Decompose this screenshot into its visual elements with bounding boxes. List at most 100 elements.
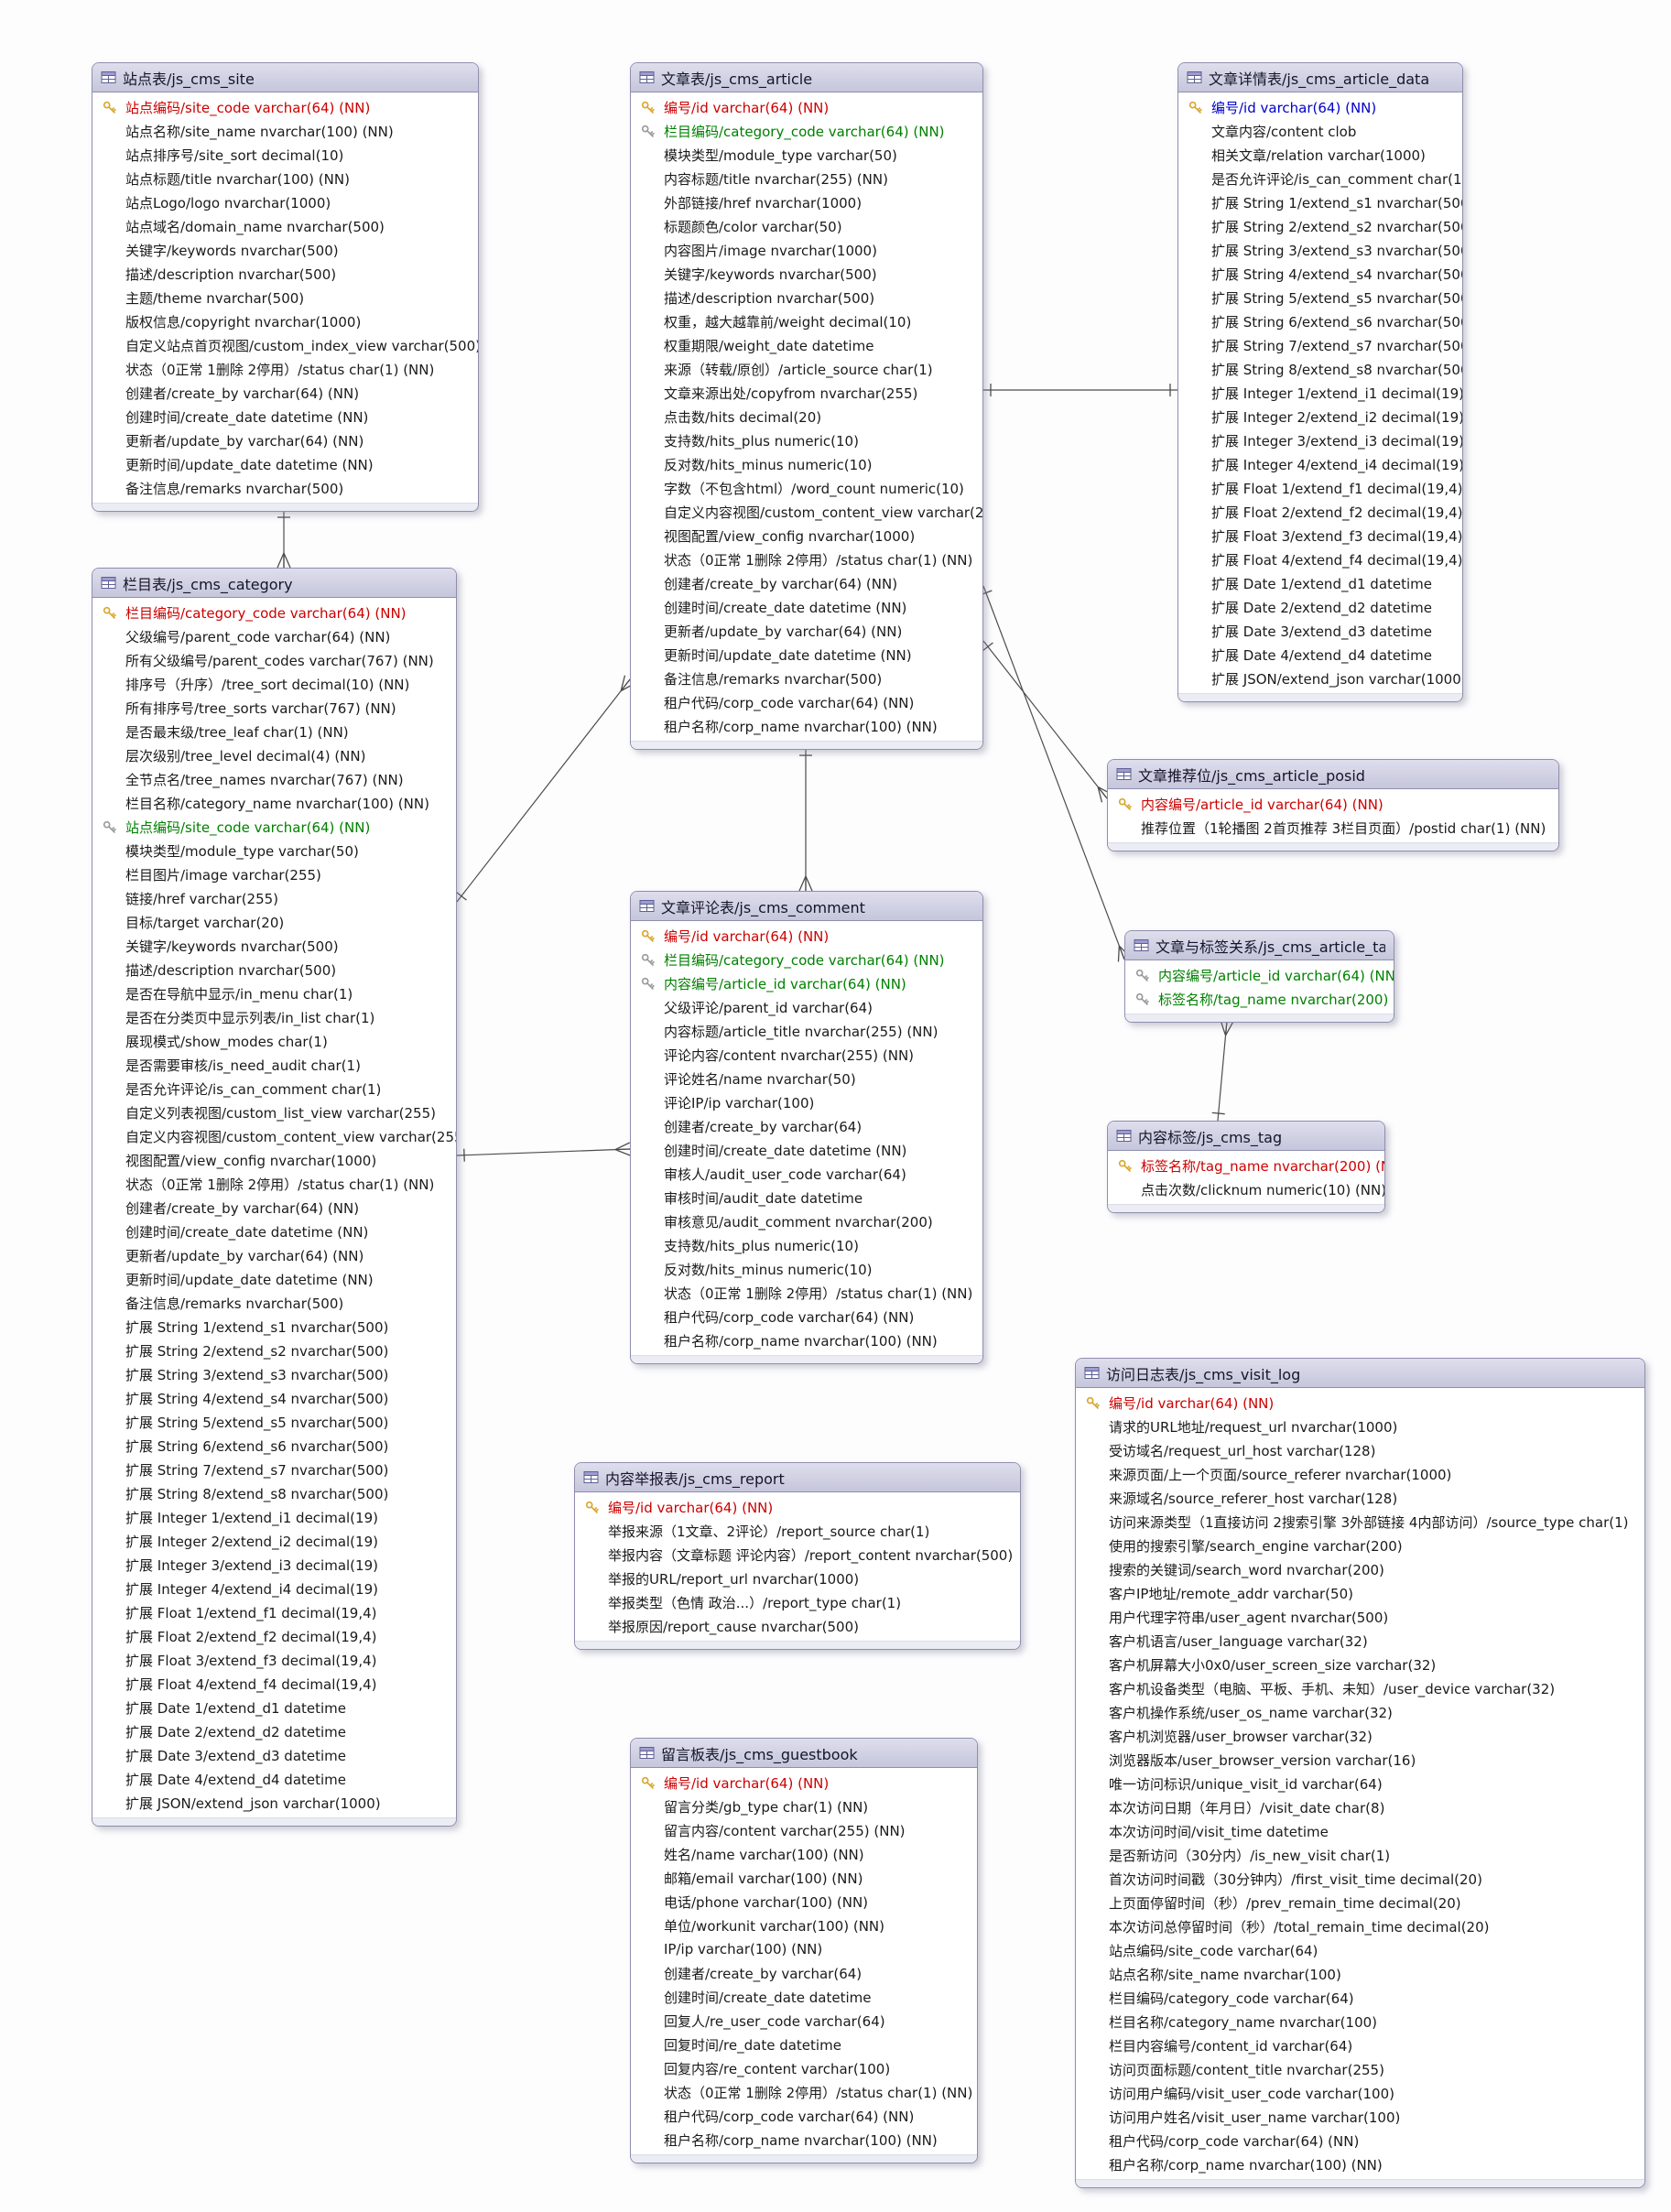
field-row[interactable]: 更新者/update_by varchar(64) (NN) (92, 1243, 456, 1267)
field-row[interactable]: 举报来源（1文章、2评论）/report_source char(1) (575, 1519, 1020, 1543)
field-row[interactable]: 更新者/update_by varchar(64) (NN) (92, 428, 478, 452)
field-row[interactable]: 内容标题/article_title nvarchar(255) (NN) (631, 1019, 982, 1043)
field-row[interactable]: 关键字/keywords nvarchar(500) (92, 934, 456, 958)
field-row[interactable]: 扩展 Float 1/extend_f1 decimal(19,4) (1178, 476, 1462, 500)
field-row[interactable]: 扩展 Integer 4/extend_i4 decimal(19) (1178, 452, 1462, 476)
relationship-article-article_tag[interactable] (980, 585, 1132, 962)
field-row[interactable]: 租户名称/corp_name nvarchar(100) (NN) (1076, 2152, 1644, 2176)
field-row[interactable]: 创建时间/create_date datetime (NN) (631, 1138, 982, 1162)
field-row[interactable]: 访问用户姓名/visit_user_name varchar(100) (1076, 2105, 1644, 2129)
field-row[interactable]: 状态（0正常 1删除 2停用）/status char(1) (NN) (631, 2080, 977, 2104)
field-row[interactable]: 审核人/audit_user_code varchar(64) (631, 1162, 982, 1186)
field-row[interactable]: 扩展 Integer 2/extend_i2 decimal(19) (1178, 405, 1462, 428)
field-row[interactable]: 访问页面标题/content_title nvarchar(255) (1076, 2057, 1644, 2081)
field-row[interactable]: 来源（转载/原创）/article_source char(1) (631, 357, 982, 381)
field-row[interactable]: 栏目编码/category_code varchar(64) (NN) (92, 601, 456, 624)
field-row[interactable]: 扩展 Integer 1/extend_i1 decimal(19) (92, 1505, 456, 1529)
field-row[interactable]: 创建者/create_by varchar(64) (631, 1114, 982, 1138)
field-row[interactable]: 扩展 Float 4/extend_f4 decimal(19,4) (1178, 548, 1462, 571)
field-row[interactable]: 姓名/name varchar(100) (NN) (631, 1842, 977, 1866)
field-row[interactable]: 扩展 Date 2/extend_d2 datetime (1178, 595, 1462, 619)
field-row[interactable]: 标签名称/tag_name nvarchar(200) (NN) (1125, 987, 1394, 1011)
field-row[interactable]: 链接/href varchar(255) (92, 886, 456, 910)
field-row[interactable]: 排序号（升序）/tree_sort decimal(10) (NN) (92, 672, 456, 696)
field-row[interactable]: 创建时间/create_date datetime (NN) (631, 595, 982, 619)
field-row[interactable]: 备注信息/remarks nvarchar(500) (631, 667, 982, 690)
field-row[interactable]: 相关文章/relation varchar(1000) (1178, 143, 1462, 167)
field-row[interactable]: 扩展 String 8/extend_s8 nvarchar(500) (1178, 357, 1462, 381)
field-row[interactable]: 编号/id varchar(64) (NN) (1178, 95, 1462, 119)
field-row[interactable]: 权重期限/weight_date datetime (631, 333, 982, 357)
field-row[interactable]: 内容编号/article_id varchar(64) (NN) (1108, 792, 1558, 816)
field-row[interactable]: 举报类型（色情 政治...）/report_type char(1) (575, 1590, 1020, 1614)
field-row[interactable]: 扩展 Integer 3/extend_i3 decimal(19) (1178, 428, 1462, 452)
field-row[interactable]: 编号/id varchar(64) (NN) (1076, 1391, 1644, 1415)
relationship-article-article_posid[interactable] (982, 640, 1112, 803)
field-row[interactable]: 关键字/keywords nvarchar(500) (92, 238, 478, 262)
field-row[interactable]: 扩展 Integer 2/extend_i2 decimal(19) (92, 1529, 456, 1553)
field-row[interactable]: 上页面停留时间（秒）/prev_remain_time decimal(20) (1076, 1891, 1644, 1914)
field-row[interactable]: 审核意见/audit_comment nvarchar(200) (631, 1209, 982, 1233)
field-row[interactable]: 来源页面/上一个页面/source_referer nvarchar(1000) (1076, 1462, 1644, 1486)
field-row[interactable]: 父级编号/parent_code varchar(64) (NN) (92, 624, 456, 648)
field-row[interactable]: 版权信息/copyright nvarchar(1000) (92, 309, 478, 333)
field-row[interactable]: 受访域名/request_url_host varchar(128) (1076, 1438, 1644, 1462)
field-row[interactable]: 扩展 JSON/extend_json varchar(1000) (92, 1791, 456, 1815)
field-row[interactable]: 使用的搜索引擎/search_engine varchar(200) (1076, 1534, 1644, 1557)
field-row[interactable]: 文章来源出处/copyfrom nvarchar(255) (631, 381, 982, 405)
field-row[interactable]: 邮箱/email varchar(100) (NN) (631, 1866, 977, 1890)
field-row[interactable]: 外部链接/href nvarchar(1000) (631, 190, 982, 214)
field-row[interactable]: 创建者/create_by varchar(64) (NN) (92, 381, 478, 405)
table-header[interactable]: 访问日志表/js_cms_visit_log (1076, 1359, 1644, 1388)
field-row[interactable]: 层次级别/tree_level decimal(4) (NN) (92, 743, 456, 767)
field-row[interactable]: 浏览器版本/user_browser_version varchar(16) (1076, 1748, 1644, 1772)
field-row[interactable]: 客户机设备类型（电脑、平板、手机、未知）/user_device varchar… (1076, 1676, 1644, 1700)
field-row[interactable]: 扩展 String 4/extend_s4 nvarchar(500) (1178, 262, 1462, 286)
field-row[interactable]: 创建时间/create_date datetime (631, 1985, 977, 2009)
field-row[interactable]: 反对数/hits_minus numeric(10) (631, 452, 982, 476)
field-row[interactable]: 编号/id varchar(64) (NN) (631, 1771, 977, 1795)
table-header[interactable]: 站点表/js_cms_site (92, 63, 478, 92)
field-row[interactable]: 单位/workunit varchar(100) (NN) (631, 1914, 977, 1937)
field-row[interactable]: 栏目图片/image varchar(255) (92, 862, 456, 886)
field-row[interactable]: 点击数/hits decimal(20) (631, 405, 982, 428)
field-row[interactable]: 标题颜色/color varchar(50) (631, 214, 982, 238)
field-row[interactable]: 扩展 String 7/extend_s7 nvarchar(500) (92, 1458, 456, 1481)
field-row[interactable]: 自定义站点首页视图/custom_index_view varchar(500) (92, 333, 478, 357)
field-row[interactable]: 更新时间/update_date datetime (NN) (92, 1267, 456, 1291)
field-row[interactable]: 描述/description nvarchar(500) (92, 958, 456, 981)
field-row[interactable]: 来源域名/source_referer_host varchar(128) (1076, 1486, 1644, 1510)
field-row[interactable]: 编号/id varchar(64) (NN) (631, 924, 982, 948)
field-row[interactable]: 回复内容/re_content varchar(100) (631, 2056, 977, 2080)
field-row[interactable]: 搜索的关键词/search_word nvarchar(200) (1076, 1557, 1644, 1581)
field-row[interactable]: 扩展 String 3/extend_s3 nvarchar(500) (92, 1362, 456, 1386)
field-row[interactable]: 扩展 Date 3/extend_d3 datetime (92, 1743, 456, 1767)
field-row[interactable]: 回复人/re_user_code varchar(64) (631, 2009, 977, 2033)
field-row[interactable]: 目标/target varchar(20) (92, 910, 456, 934)
field-row[interactable]: 自定义内容视图/custom_content_view varchar(255) (92, 1124, 456, 1148)
table-header[interactable]: 文章详情表/js_cms_article_data (1178, 63, 1462, 92)
field-row[interactable]: 扩展 Date 3/extend_d3 datetime (1178, 619, 1462, 643)
field-row[interactable]: 扩展 Date 1/extend_d1 datetime (92, 1696, 456, 1719)
field-row[interactable]: 请求的URL地址/request_url nvarchar(1000) (1076, 1415, 1644, 1438)
field-row[interactable]: 模块类型/module_type varchar(50) (92, 839, 456, 862)
field-row[interactable]: 扩展 Float 2/extend_f2 decimal(19,4) (1178, 500, 1462, 524)
field-row[interactable]: 扩展 String 7/extend_s7 nvarchar(500) (1178, 333, 1462, 357)
field-row[interactable]: 访问来源类型（1直接访问 2搜索引擎 3外部链接 4内部访问）/source_t… (1076, 1510, 1644, 1534)
field-row[interactable]: 状态（0正常 1删除 2停用）/status char(1) (NN) (92, 1172, 456, 1196)
field-row[interactable]: 扩展 String 6/extend_s6 nvarchar(500) (92, 1434, 456, 1458)
relationship-tag-article_tag[interactable] (1211, 1020, 1234, 1122)
field-row[interactable]: 留言内容/content varchar(255) (NN) (631, 1818, 977, 1842)
field-row[interactable]: 权重，越大越靠前/weight decimal(10) (631, 309, 982, 333)
field-row[interactable]: 栏目编码/category_code varchar(64) (NN) (631, 119, 982, 143)
field-row[interactable]: 自定义内容视图/custom_content_view varchar(255) (631, 500, 982, 524)
field-row[interactable]: 站点标题/title nvarchar(100) (NN) (92, 167, 478, 190)
field-row[interactable]: 扩展 Date 1/extend_d1 datetime (1178, 571, 1462, 595)
field-row[interactable]: 扩展 String 6/extend_s6 nvarchar(500) (1178, 309, 1462, 333)
table-header[interactable]: 文章与标签关系/js_cms_article_tag (1125, 931, 1394, 960)
field-row[interactable]: 创建者/create_by varchar(64) (NN) (92, 1196, 456, 1220)
